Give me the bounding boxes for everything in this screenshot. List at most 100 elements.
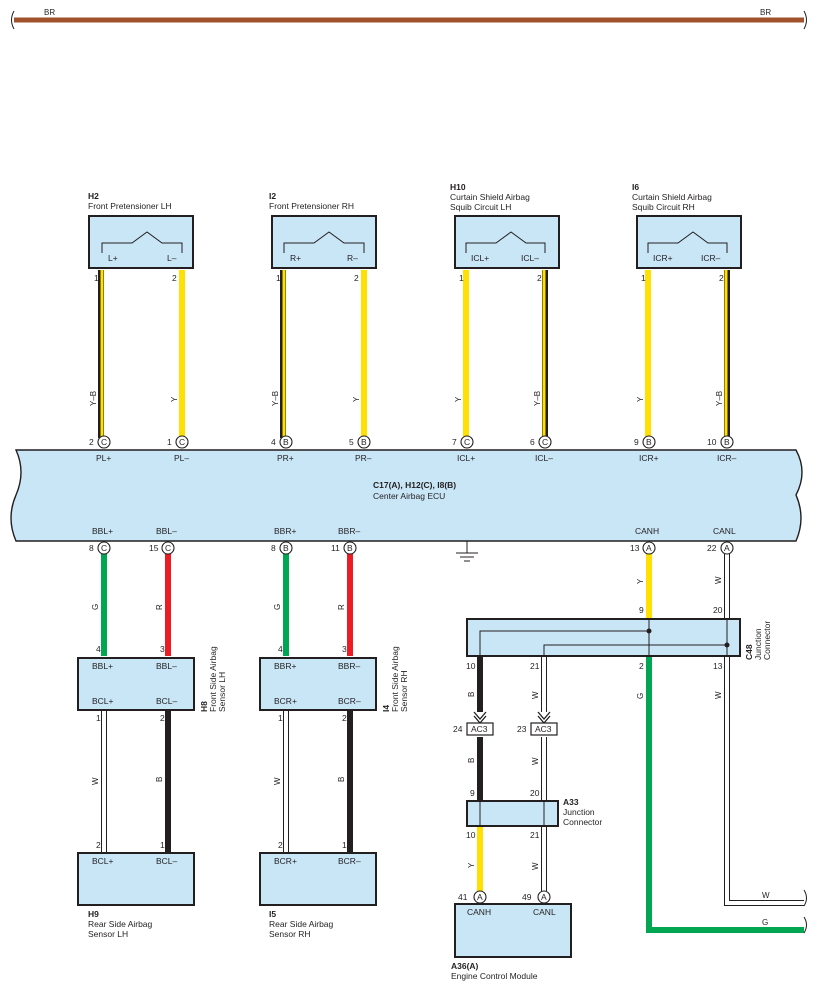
terminal-label: R+	[290, 253, 301, 263]
engine-control-module: A 41 A 49 CANH CANL A36(A) Engine Contro…	[451, 890, 572, 981]
component-code: H2	[88, 191, 99, 201]
pin-number: 1	[276, 273, 281, 283]
terminal-label: PR–	[355, 453, 372, 463]
pin-number: 41	[458, 892, 468, 902]
ecu-title: C17(A), H12(C), I8(B)	[373, 480, 456, 490]
pin-number: 4	[278, 644, 283, 654]
pin-number: 5	[349, 437, 354, 447]
terminal-label: BCR–	[338, 856, 361, 866]
pin-number: 21	[530, 661, 540, 671]
pin-number: 8	[89, 543, 94, 553]
wire-code: W	[273, 777, 282, 785]
ac3-connector: AC3 23	[517, 711, 558, 736]
ecu-subtitle: Center Airbag ECU	[373, 491, 445, 501]
wire-code: Y–B	[533, 391, 542, 406]
ecu-bottom-terminal: BBL– C 15	[149, 526, 177, 555]
pin-number: 20	[530, 788, 540, 798]
terminal-label: BBL–	[156, 661, 177, 671]
wire-code: W	[531, 691, 540, 699]
wire-code: G	[91, 604, 100, 610]
terminal-label: PL–	[174, 453, 189, 463]
connector-letter: C	[464, 437, 470, 447]
pin-number: 23	[517, 724, 527, 734]
pin-number: 2	[639, 661, 644, 671]
ecu-top-terminal: C 7 ICL+	[452, 435, 475, 463]
connector-letter: B	[283, 543, 289, 553]
wire-code: Y	[170, 396, 179, 402]
connector-label: AC3	[535, 724, 552, 734]
pin-number: 2	[278, 840, 283, 850]
lower-wire-codes: G R G R W B W B Y W B W G W B W Y W	[91, 576, 723, 870]
wire-code: Y	[636, 396, 645, 402]
terminal-label: BCR+	[274, 696, 297, 706]
pin-number: 2	[719, 273, 724, 283]
component-name: Rear Side Airbag	[88, 919, 153, 929]
terminal-label: BBR+	[274, 661, 296, 671]
pin-number: 1	[167, 437, 172, 447]
pin-number: 4	[96, 644, 101, 654]
top-wires	[98, 270, 730, 438]
pin-number: 7	[452, 437, 457, 447]
terminal-label: BCL–	[156, 856, 178, 866]
wire-code: Y–B	[271, 391, 280, 406]
pin-number: 2	[160, 713, 165, 723]
wire-code: W	[91, 777, 100, 785]
component-name: Engine Control Module	[451, 971, 538, 981]
br-wire: BR BR	[11, 8, 807, 30]
terminal-label: CANL	[533, 907, 556, 917]
component-code: C48	[744, 644, 754, 660]
component-name: Squib Circuit LH	[450, 202, 511, 212]
wire-code: W	[714, 576, 723, 584]
exit-wire-g-label: G	[762, 918, 768, 927]
sensor-i5: 2 1 BCR+ BCR– I5 Rear Side Airbag Sensor…	[259, 840, 377, 939]
top-wire-codes: Y–B Y Y–B Y Y Y–B Y Y–B	[89, 391, 724, 406]
terminal-label: CANH	[635, 526, 659, 536]
wire-code: G	[636, 693, 645, 699]
ground-icon	[456, 541, 478, 562]
pin-number: 2	[172, 273, 177, 283]
component-i2: I2 Front Pretensioner RH R+ R– 1 2	[269, 191, 377, 283]
component-code: A33	[563, 797, 579, 807]
junction-c48: 9 20 10 21 2 13 C48 Junction Connector	[466, 605, 772, 671]
pin-number: 2	[89, 437, 94, 447]
pin-number: 8	[271, 543, 276, 553]
component-name: Curtain Shield Airbag	[450, 192, 530, 202]
wire-code: W	[531, 757, 540, 765]
terminal-label: BCR–	[338, 696, 361, 706]
component-h10: H10 Curtain Shield Airbag Squib Circuit …	[450, 182, 560, 283]
wire-code: B	[467, 692, 476, 697]
ecu-bottom-terminal: CANH A 13	[630, 526, 659, 555]
component-name: Connector	[563, 817, 602, 827]
wire-code: B	[337, 777, 346, 782]
component-name: Rear Side Airbag	[269, 919, 334, 929]
connector-letter: C	[165, 543, 171, 553]
component-name: Sensor LH	[88, 929, 128, 939]
component-code: H10	[450, 182, 466, 192]
terminal-label: ICR+	[639, 453, 659, 463]
pin-number: 9	[634, 437, 639, 447]
component-name: Sensor RH	[269, 929, 311, 939]
sensor-h9: 2 1 BCL+ BCL– H9 Rear Side Airbag Sensor…	[77, 840, 195, 939]
connector-letter: A	[477, 892, 483, 902]
terminal-label: ICL+	[471, 253, 489, 263]
connector-letter: C	[542, 437, 548, 447]
pin-number: 2	[354, 273, 359, 283]
pin-number: 4	[271, 437, 276, 447]
wire-code: Y	[454, 396, 463, 402]
pin-number: 3	[160, 644, 165, 654]
connector-letter: B	[347, 543, 353, 553]
ecu-bottom-terminal: BBR– B 11	[331, 526, 360, 555]
wire-code: W	[714, 691, 723, 699]
terminal-label: CANL	[713, 526, 736, 536]
pin-number: 1	[459, 273, 464, 283]
ecu-bottom-terminal: CANL A 22	[707, 526, 736, 555]
wire-code: B	[467, 758, 476, 763]
component-name: Front Pretensioner RH	[269, 201, 354, 211]
component-code: I2	[269, 191, 276, 201]
pin-number: 6	[530, 437, 535, 447]
pin-number: 1	[160, 840, 165, 850]
connector-letter: B	[646, 437, 652, 447]
ecu-top-terminal: B 9 ICR+	[634, 435, 659, 463]
terminal-label: PR+	[277, 453, 294, 463]
